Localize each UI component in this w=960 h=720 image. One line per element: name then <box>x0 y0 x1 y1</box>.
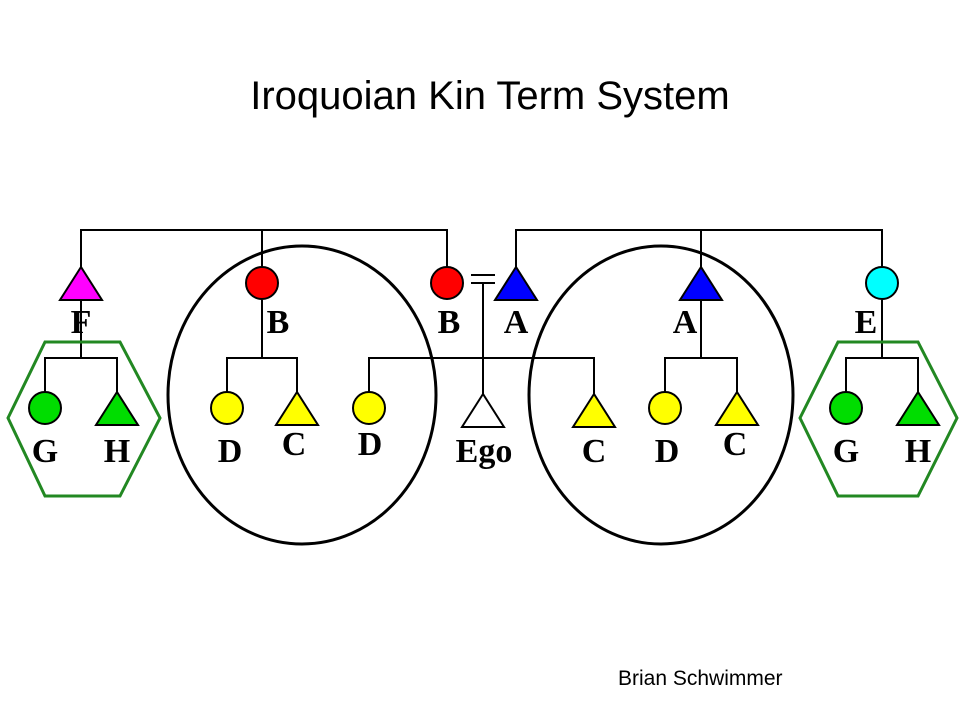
label-f: F <box>71 304 92 341</box>
circle-d-right <box>648 391 682 425</box>
label-g-left: G <box>32 433 58 470</box>
kinship-lines <box>44 229 919 394</box>
triangle-ego <box>460 392 506 428</box>
triangle-h-right <box>895 390 941 426</box>
label-d-right: D <box>655 433 680 470</box>
oval-right <box>527 244 795 546</box>
label-c-left: C <box>282 426 307 463</box>
circle-b-father-sibling <box>245 266 279 300</box>
label-h-right: H <box>905 433 931 470</box>
father-sibset-line <box>80 229 448 268</box>
label-c-sibling: C <box>582 433 607 470</box>
label-e: E <box>855 304 878 341</box>
label-a-father: A <box>504 304 529 341</box>
triangle-a-father <box>493 265 539 301</box>
label-d-sibling: D <box>358 426 383 463</box>
circle-g-right <box>829 391 863 425</box>
label-ego: Ego <box>456 433 513 470</box>
circle-d-sibling <box>352 391 386 425</box>
hexagon-left <box>6 340 162 498</box>
triangle-c-left <box>274 390 320 426</box>
hexagon-right <box>798 340 959 498</box>
triangle-c-sibling <box>571 392 617 428</box>
b-children-line <box>226 357 298 392</box>
ego-sibling-line <box>368 357 595 394</box>
triangle-c-right <box>714 390 760 426</box>
triangle-h-left <box>94 390 140 426</box>
label-g-right: G <box>833 433 859 470</box>
oval-left <box>166 244 438 546</box>
label-d-left: D <box>218 433 243 470</box>
label-a-uncle: A <box>673 304 698 341</box>
label-c-right: C <box>723 426 748 463</box>
circle-g-left <box>28 391 62 425</box>
triangle-f <box>58 265 104 301</box>
triangle-a-uncle <box>678 265 724 301</box>
label-b-mother: B <box>438 304 461 341</box>
e-children-line <box>845 357 919 392</box>
author-credit: Brian Schwimmer <box>618 667 783 690</box>
circle-b-mother <box>430 266 464 300</box>
mother-sibset-line <box>515 229 883 268</box>
f-children-line <box>44 357 118 392</box>
page-title: Iroquoian Kin Term System <box>250 74 730 118</box>
circle-e <box>865 266 899 300</box>
circle-d-left <box>210 391 244 425</box>
a-children-line <box>664 357 738 392</box>
label-h-left: H <box>104 433 130 470</box>
label-b-father: B <box>267 304 290 341</box>
